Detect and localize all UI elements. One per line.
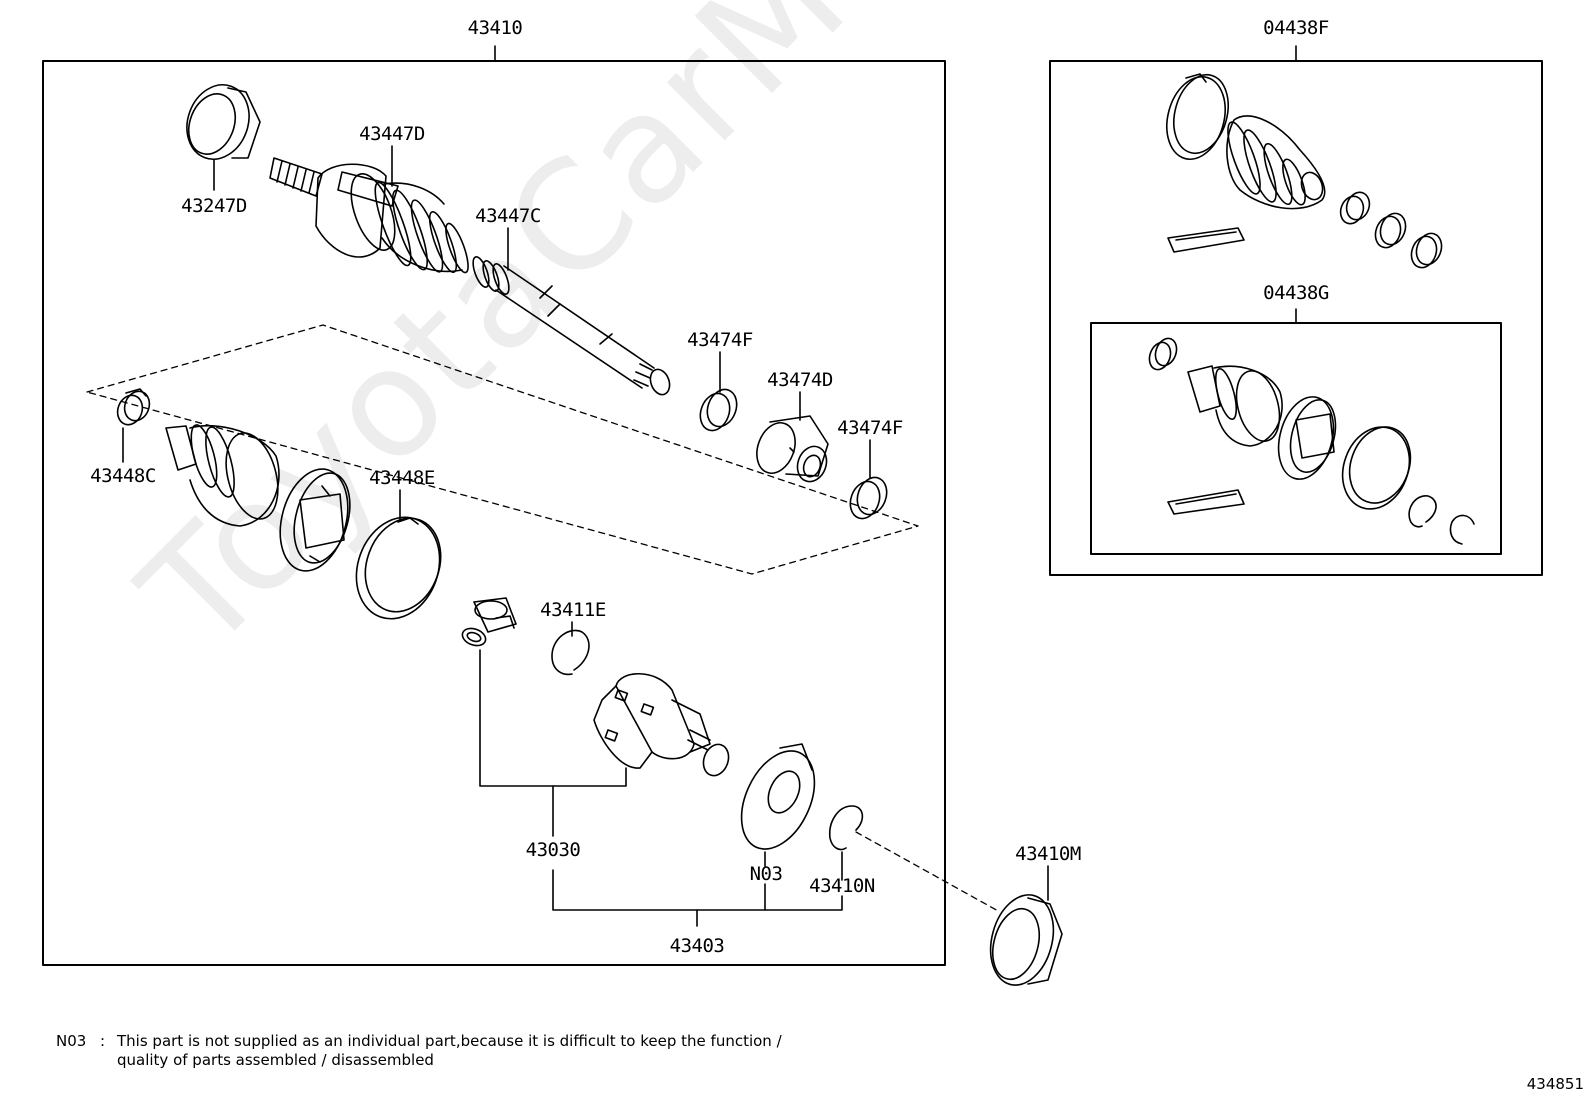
kit-04438G-snap-ring bbox=[1408, 495, 1437, 528]
kit-04438F-band bbox=[1166, 73, 1229, 161]
label-43447D: 43447D bbox=[359, 123, 425, 145]
ring-43474F-upper bbox=[699, 388, 738, 432]
damper-43474D bbox=[756, 415, 829, 483]
label-43474F-lower: 43474F bbox=[837, 417, 903, 439]
footnote-line-1: This part is not supplied as an individu… bbox=[117, 1032, 782, 1050]
kit-04438G-large-band bbox=[1341, 426, 1412, 510]
drawing-number: 434851 bbox=[1526, 1075, 1584, 1093]
label-43410: 43410 bbox=[467, 17, 523, 39]
label-43448C: 43448C bbox=[90, 465, 156, 487]
frame-04438G bbox=[1090, 322, 1502, 555]
label-04438F: 04438F bbox=[1263, 17, 1329, 39]
label-43247D: 43247D bbox=[181, 195, 247, 217]
dashed-link-43410M bbox=[855, 831, 1001, 913]
kit-04438F-grease bbox=[1167, 227, 1245, 253]
kit-04438F-ring-b bbox=[1410, 232, 1443, 269]
label-43411E: 43411E bbox=[540, 599, 606, 621]
ring-43474F-lower bbox=[849, 476, 888, 520]
label-43030: 43030 bbox=[525, 839, 581, 861]
kit-dashed-outline bbox=[86, 324, 919, 575]
circlip-43410N bbox=[828, 805, 864, 851]
frame-43410 bbox=[42, 60, 946, 966]
label-43447C: 43447C bbox=[475, 205, 541, 227]
seal-43247D bbox=[186, 84, 261, 160]
label-43448E: 43448E bbox=[369, 467, 435, 489]
bracket-43403 bbox=[552, 869, 843, 911]
band-43448E bbox=[355, 516, 442, 620]
snap-ring-43411E bbox=[551, 629, 590, 676]
kit-04438G-boot bbox=[1187, 365, 1283, 447]
kit-04438G-circlip bbox=[1449, 514, 1475, 545]
footnote-separator: : bbox=[100, 1032, 106, 1050]
label-04438G: 04438G bbox=[1263, 282, 1329, 304]
band-43448C bbox=[116, 388, 151, 426]
label-43410N: 43410N bbox=[809, 875, 875, 897]
washer-N03 bbox=[740, 743, 816, 850]
label-43474F-upper: 43474F bbox=[687, 329, 753, 351]
kit-04438F-boot bbox=[1226, 115, 1326, 210]
kit-04438F-small-band bbox=[1339, 191, 1371, 225]
inner-joint-housing bbox=[593, 673, 730, 777]
footnote-code: N03 bbox=[56, 1032, 87, 1050]
footnote-line-2: quality of parts assembled / disassemble… bbox=[117, 1051, 434, 1069]
boot-ring bbox=[279, 468, 351, 572]
label-43410M: 43410M bbox=[1015, 843, 1081, 865]
label-43403: 43403 bbox=[669, 935, 725, 957]
tripod-spider bbox=[461, 597, 517, 647]
kit-04438G-grease bbox=[1167, 489, 1245, 515]
inboard-boot bbox=[165, 424, 280, 527]
kit-04438G-housing-ring bbox=[1277, 396, 1337, 480]
seal-43410M bbox=[989, 894, 1063, 986]
kit-04438F-ring-a bbox=[1374, 212, 1407, 249]
outboard-joint-shaft bbox=[269, 157, 671, 396]
label-N03: N03 bbox=[749, 863, 783, 885]
kit-04438G-band bbox=[1148, 337, 1178, 371]
bracket-43030 bbox=[479, 649, 627, 787]
label-43474D: 43474D bbox=[767, 369, 833, 391]
